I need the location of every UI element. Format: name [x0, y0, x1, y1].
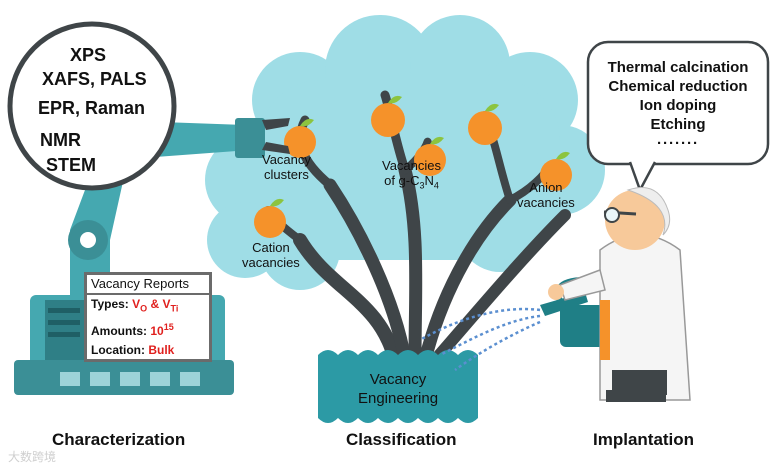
cation-line1: Cation — [252, 240, 290, 255]
clusters-line2: clusters — [264, 167, 309, 182]
tree-canopy — [205, 15, 605, 290]
apple-icon — [468, 103, 502, 145]
amounts-base: 10 — [150, 324, 164, 339]
technique-epr-raman: EPR, Raman — [38, 98, 146, 118]
methods-speech-bubble — [586, 40, 770, 194]
method-thermal-calcination: Thermal calcination — [607, 59, 749, 76]
gcn-prefix: of g-C — [384, 173, 420, 188]
pot-line1: Vacancy — [369, 371, 427, 388]
section-classification: Classification — [346, 430, 457, 449]
report-title: Vacancy Reports — [87, 275, 209, 295]
watermark: 大数跨境 — [8, 450, 57, 464]
types-v2: V — [162, 297, 171, 311]
methods-ellipsis: ······· — [657, 135, 699, 152]
technique-xps: XPS — [70, 45, 107, 65]
method-etching: Etching — [650, 116, 706, 133]
report-amounts-row: Amounts: 1015 — [87, 318, 209, 341]
label-vacancies-gcn: Vacancies of g-C3N4 — [382, 158, 441, 194]
techniques-circle — [7, 21, 177, 191]
anion-line1: Anion — [529, 180, 563, 195]
label-cation-vacancies: Cation vacancies — [242, 240, 300, 270]
types-v2-sub: Ti — [170, 303, 179, 314]
apple-icon — [540, 151, 572, 191]
location-label: Location: — [91, 343, 145, 358]
technique-nmr: NMR — [40, 130, 81, 150]
apple-icon — [414, 136, 446, 176]
gcn-line1: Vacancies — [382, 158, 442, 173]
technique-stem: STEM — [46, 155, 97, 175]
method-ion-doping: Ion doping — [639, 97, 717, 114]
section-characterization: Characterization — [52, 430, 186, 449]
vacancy-report-panel: Vacancy Reports Types: VO & VTi Amounts:… — [84, 272, 212, 362]
gcn-sub1: 3 — [419, 180, 425, 191]
water-streams — [419, 307, 541, 372]
apples — [254, 95, 572, 238]
report-location-row: Location: Bulk — [87, 341, 209, 360]
location-value: Bulk — [148, 343, 175, 358]
section-implantation: Implantation — [593, 430, 695, 449]
method-chemical-reduction: Chemical reduction — [608, 78, 748, 95]
apple-icon — [284, 118, 316, 158]
types-amp: & — [150, 297, 160, 311]
scientist — [548, 187, 691, 402]
clusters-line1: Vacancy — [262, 152, 311, 167]
types-v1-sub: O — [140, 303, 148, 314]
pot-label: Vacancy Engineering — [344, 370, 452, 408]
label-vacancy-clusters: Vacancy clusters — [262, 152, 311, 182]
vacancy-engineering-pot — [318, 350, 478, 423]
types-label: Types: — [91, 297, 129, 311]
anion-line2: vacancies — [517, 195, 575, 210]
amounts-exp: 15 — [163, 322, 174, 333]
pot-line2: Engineering — [357, 390, 439, 407]
technique-xafs-pals: XAFS, PALS — [42, 69, 147, 89]
gcn-mid: N — [424, 173, 434, 188]
apple-icon — [371, 95, 405, 137]
cation-line2: vacancies — [242, 255, 300, 270]
report-types-row: Types: VO & VTi — [87, 295, 209, 318]
apple-icon — [254, 198, 286, 238]
methods-list: Thermal calcination Chemical reduction I… — [583, 58, 773, 153]
gcn-line2: of g-C3N4 — [382, 173, 441, 194]
label-anion-vacancies: Anion vacancies — [517, 180, 575, 210]
amounts-label: Amounts: — [91, 324, 147, 339]
types-v1: V — [132, 297, 141, 311]
gcn-sub2: 4 — [433, 180, 439, 191]
